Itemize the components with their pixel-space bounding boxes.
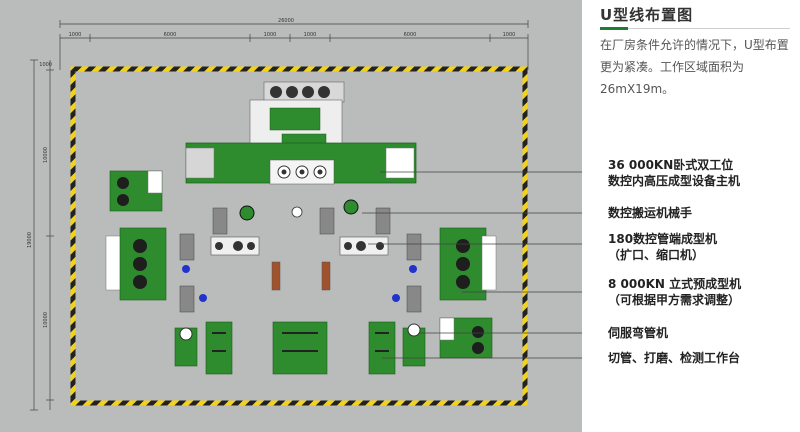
label-workbench-line1: 切管、打磨、检测工作台	[608, 351, 741, 365]
label-bender: 伺服弯管机	[608, 325, 668, 341]
layout-drawing: 26000 1000 6000 1000 1000 6000 1000 1000…	[27, 18, 582, 411]
label-main-press: 36 000KN卧式双工位 数控内高压成型设备主机	[608, 157, 740, 189]
leader-lines	[362, 171, 582, 359]
layout-plan: 26000 1000 6000 1000 1000 6000 1000 1000…	[0, 0, 582, 432]
hazard-boundary	[70, 66, 528, 406]
cooling-unit	[263, 81, 345, 103]
label-preformer: 8 000KN 立式预成型机 （可根据甲方需求调整）	[608, 276, 741, 308]
workbenches	[205, 321, 396, 375]
dim-left-upper: 10000	[43, 147, 49, 163]
right-preformer-bottom	[439, 317, 493, 359]
label-main-press-line2: 数控内高压成型设备主机	[608, 174, 741, 188]
dim-top-2: 6000	[164, 32, 177, 38]
title-accent-bar	[600, 27, 628, 30]
title-divider	[600, 28, 790, 29]
end-former-left	[210, 236, 260, 256]
left-preformer-main	[105, 227, 167, 301]
dim-top-4: 1000	[304, 32, 317, 38]
legend-panel: U型线布置图 在厂房条件允许的情况下，U型布置更为紧凑。工作区域面积为26mX1…	[582, 0, 800, 432]
label-main-press-line1: 36 000KN卧式双工位	[608, 158, 734, 172]
dimension-lines	[30, 20, 529, 411]
label-end-former: 180数控管端成型机 （扩口、缩口机）	[608, 231, 717, 263]
bender-left	[174, 327, 198, 367]
page-title: U型线布置图	[600, 6, 694, 24]
label-robot: 数控搬运机械手	[608, 205, 692, 221]
end-former-right	[339, 236, 389, 256]
left-preformer-top	[109, 170, 163, 212]
label-end-former-line2: （扩口、缩口机）	[608, 248, 705, 262]
robots	[182, 199, 417, 302]
dim-top-1: 1000	[69, 32, 82, 38]
dim-top-3: 1000	[264, 32, 277, 38]
dim-left-lower: 10000	[43, 312, 49, 328]
dim-total-height: 19000	[27, 232, 33, 248]
label-preformer-line1: 8 000KN 立式预成型机	[608, 277, 742, 291]
right-preformer-main	[439, 227, 497, 301]
dim-total-width: 26000	[278, 18, 294, 24]
dim-left-offset: 1000	[39, 62, 52, 68]
center-racks	[271, 261, 331, 291]
conveyors	[179, 207, 422, 313]
dim-top-5: 6000	[404, 32, 417, 38]
layout-description: 在厂房条件允许的情况下，U型布置更为紧凑。工作区域面积为26mX19m。	[600, 38, 789, 96]
label-workbench: 切管、打磨、检测工作台	[608, 350, 740, 366]
bender-right	[402, 323, 426, 367]
label-end-former-line1: 180数控管端成型机	[608, 232, 718, 246]
label-preformer-line2: （可根据甲方需求调整）	[608, 293, 741, 307]
main-press-machine	[185, 99, 417, 185]
dim-top-6: 1000	[503, 32, 516, 38]
label-bender-line1: 伺服弯管机	[608, 326, 669, 340]
label-robot-line1: 数控搬运机械手	[608, 206, 693, 220]
